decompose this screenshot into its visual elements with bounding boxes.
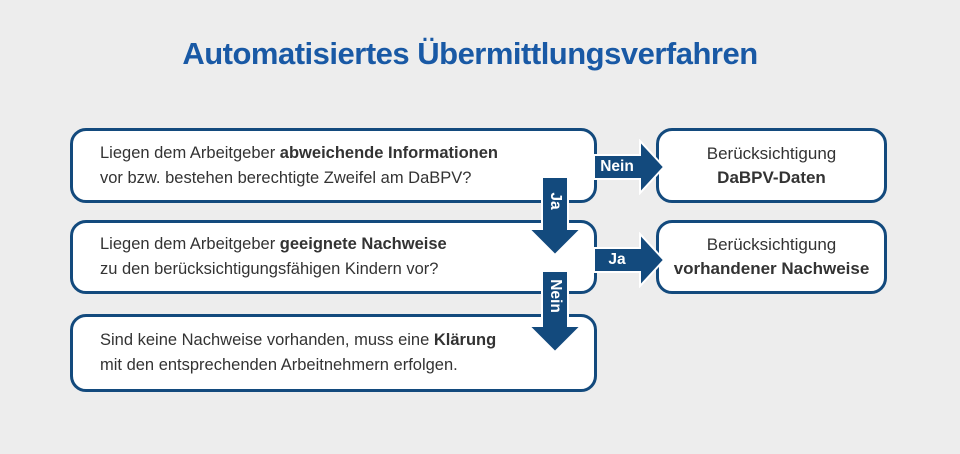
arrow-down-icon xyxy=(527,271,583,354)
flow-box-result-vorhandene-nachweise: Berücksichtigung vorhandener Nachweise xyxy=(656,220,887,294)
flow-box-question-1: Liegen dem Arbeitgeber abweichende Infor… xyxy=(70,128,597,203)
flow-box-line1: Liegen dem Arbeitgeber abweichende Infor… xyxy=(100,141,594,166)
arrow-down-icon xyxy=(527,177,583,257)
page-title: Automatisiertes Übermittlungsverfahren xyxy=(182,36,758,71)
arrow-nein-down: Nein xyxy=(527,271,583,354)
flow-box-line2: zu den berücksichtigungsfähigen Kindern … xyxy=(100,260,439,278)
flow-box-text: Sind keine Nachweise vorhanden, muss ein… xyxy=(100,331,434,349)
flow-box-question-2: Liegen dem Arbeitgeber geeignete Nachwei… xyxy=(70,220,597,294)
arrow-nein-right: Nein xyxy=(594,139,666,195)
flow-box-line2-bold: vorhandener Nachweise xyxy=(673,259,870,278)
flow-box-line2: mit den entsprechenden Arbeitnehmern erf… xyxy=(100,356,458,374)
flow-box-line1: Liegen dem Arbeitgeber geeignete Nachwei… xyxy=(100,232,594,257)
flow-box-text-bold: Klärung xyxy=(433,331,497,349)
flow-box-text-bold: abweichende Informationen xyxy=(279,143,498,162)
arrow-right-icon xyxy=(594,139,666,195)
arrow-label: Ja xyxy=(608,251,626,268)
flow-box-klaerung: Sind keine Nachweise vorhanden, muss ein… xyxy=(70,314,597,392)
flow-box-line2-bold: DaBPV-Daten xyxy=(717,167,826,187)
arrow-label: Ja xyxy=(547,192,564,210)
flow-box-line1: Berücksichtigung xyxy=(706,143,837,163)
flow-box-line1: Sind keine Nachweise vorhanden, muss ein… xyxy=(100,328,594,353)
arrow-label: Nein xyxy=(547,279,564,313)
arrow-label: Nein xyxy=(600,158,634,175)
flow-box-result-dabpv-daten: Berücksichtigung DaBPV-Daten xyxy=(656,128,887,203)
flow-box-text: Liegen dem Arbeitgeber xyxy=(100,143,280,162)
arrow-ja-right: Ja xyxy=(594,232,666,288)
flow-box-line2: vor bzw. bestehen berechtigte Zweifel am… xyxy=(100,168,472,187)
arrow-right-icon xyxy=(594,232,666,288)
flow-box-text-bold: geeignete Nachweise xyxy=(279,235,447,253)
flow-box-line1: Berücksichtigung xyxy=(706,235,837,254)
arrow-ja-down: Ja xyxy=(527,177,583,257)
flow-box-text: Liegen dem Arbeitgeber xyxy=(100,235,280,253)
